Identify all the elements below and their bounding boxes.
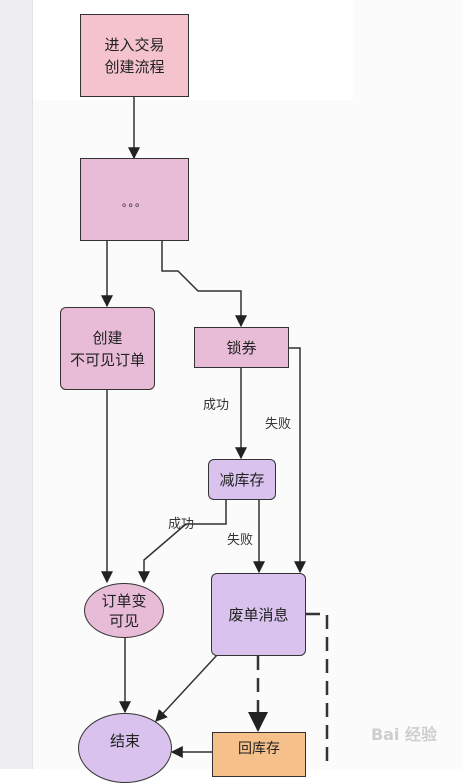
node-enter-trade-label: 进入交易 创建流程	[104, 35, 165, 76]
watermark: Bai 经验	[370, 725, 437, 744]
edge-label-stock-success: 成功	[168, 517, 195, 532]
node-return-stock-label: 回库存	[238, 740, 280, 757]
node-reduce-stock: 减库存	[208, 459, 276, 500]
node-order-visible: 订单变 可见	[84, 583, 164, 638]
edge-cancel-message-to-end	[155, 653, 219, 722]
node-create-invisible-order-label: 创建 不可见订单	[69, 328, 145, 369]
edge-lock-coupon-fail	[289, 347, 306, 574]
edge-label-lock-fail: 失败	[265, 417, 292, 432]
node-cancel-order-message: 废单消息	[211, 573, 306, 656]
node-create-invisible-order: 创建 不可见订单	[60, 307, 155, 390]
node-cancel-order-message-label: 废单消息	[228, 605, 289, 624]
node-lock-coupon: 锁券	[194, 327, 289, 368]
node-end: 结束	[78, 713, 172, 783]
left-panel-strip	[0, 0, 33, 769]
node-lock-coupon-label: 锁券	[226, 338, 257, 357]
edge-reduce-stock-success	[138, 500, 227, 584]
node-ellipsis: 。。。	[80, 158, 189, 241]
node-enter-trade: 进入交易 创建流程	[80, 14, 189, 97]
node-ellipsis-label: 。。。	[122, 195, 147, 209]
edge-ellipsis-to-lock-coupon	[161, 241, 247, 328]
node-order-visible-label: 订单变 可见	[101, 591, 147, 630]
edge-cancel-message-dashed-side	[306, 612, 329, 769]
node-return-stock: 回库存	[212, 732, 306, 777]
node-reduce-stock-label: 减库存	[219, 470, 265, 489]
node-end-label: 结束	[109, 732, 140, 750]
edge-label-lock-success: 成功	[203, 398, 230, 413]
edge-label-stock-fail: 失败	[227, 533, 254, 548]
